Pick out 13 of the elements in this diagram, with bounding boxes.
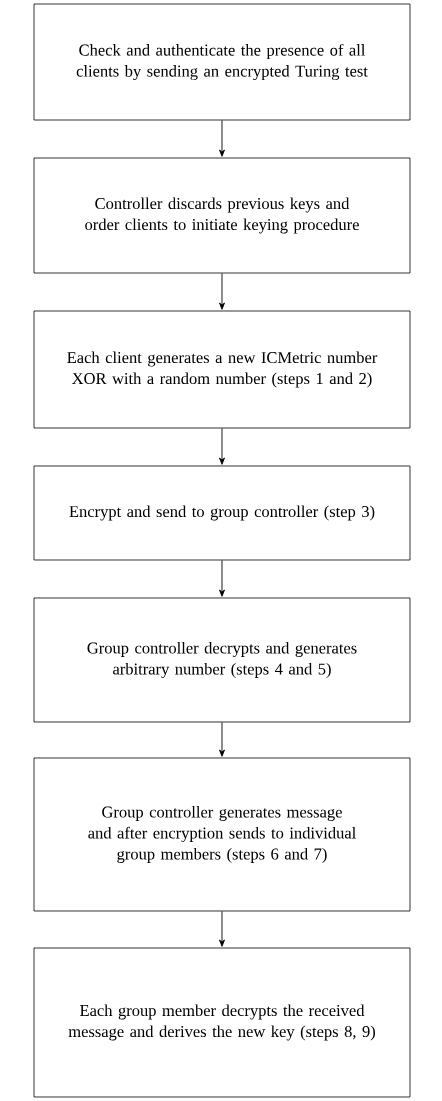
arrow: [219, 272, 225, 310]
process-box: Each group member decrypts the received message and derives the new key (steps 8, 9): [33, 947, 411, 1098]
arrow: [219, 721, 225, 757]
process-box: Group controller decrypts and generates arbitrary number (steps 4 and 5): [33, 597, 411, 723]
arrow: [219, 119, 225, 157]
process-box: Each client generates a new ICMetric number XOR with a random number (steps 1 and 2): [33, 310, 411, 429]
process-box: Group controller generates message and after encryption sends to individual group members (steps 6 and 7): [33, 757, 411, 912]
arrow: [219, 427, 225, 465]
process-box: Encrypt and send to group controller (step 3): [33, 465, 411, 561]
arrow: [219, 559, 225, 597]
process-box: Controller discards previous keys and order clients to initiate keying procedure: [33, 157, 411, 274]
process-box: Check and authenticate the presence of all clients by sending an encrypted Turing test: [33, 3, 411, 121]
arrow: [219, 910, 225, 947]
